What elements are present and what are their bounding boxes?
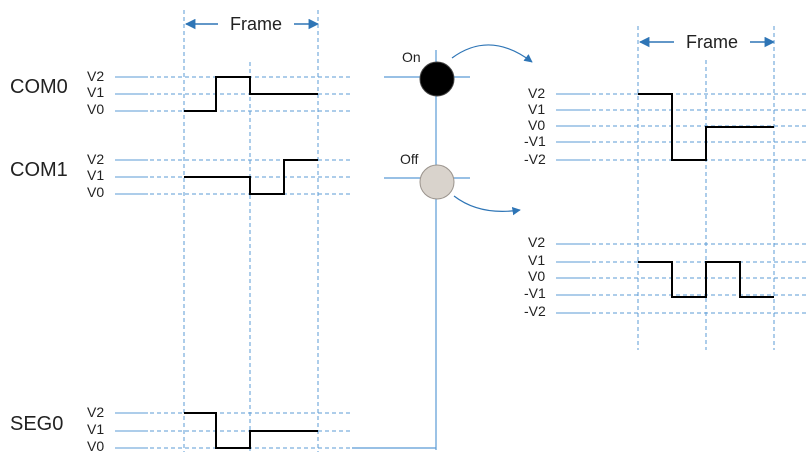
row-com1-level-v0: V0: [87, 184, 104, 200]
off-level-v2: V2: [528, 234, 545, 250]
on-level-v2: V2: [528, 85, 545, 101]
off-level-neg-v1: -V1: [524, 285, 546, 301]
right-frame-label: Frame: [686, 32, 738, 52]
row-com0-level-v2: V2: [87, 68, 104, 84]
off-pixel-waveform: [638, 261, 774, 298]
pixel-on-label: On: [402, 49, 421, 65]
off-level-v1: V1: [528, 252, 545, 268]
pixel-matrix: On Off: [352, 44, 533, 450]
row-seg0-level-v0: V0: [87, 438, 104, 454]
row-com0-waveform: [184, 76, 318, 112]
pixel-on-dot: [419, 61, 455, 97]
row-com1-level-v2: V2: [87, 151, 104, 167]
row-seg0: SEG0 V2 V1 V0: [10, 404, 352, 454]
on-level-v1: V1: [528, 101, 545, 117]
left-panel: Frame COM0 V2 V1 V0 COM1 V2 V1 V0: [10, 10, 352, 454]
on-arrow: [451, 44, 533, 63]
off-level-neg-v2: -V2: [524, 303, 546, 319]
on-level-v0: V0: [528, 117, 545, 133]
row-com0-label: COM0: [10, 76, 68, 98]
left-frame-label: Frame: [230, 14, 282, 34]
row-com1: COM1 V2 V1 V0: [10, 151, 352, 200]
off-arrow: [453, 195, 521, 216]
pixel-off-dot: [419, 164, 455, 200]
row-com1-level-v1: V1: [87, 167, 104, 183]
row-com1-waveform: [184, 159, 318, 195]
on-pixel-waveform: [638, 93, 774, 161]
on-pixel-waveform-group: V2 V1 V0 -V1 -V2: [524, 85, 806, 167]
pixel-off-label: Off: [400, 151, 419, 167]
right-panel: Frame V2 V1 V0 -V1 -V2 V2 V1: [524, 26, 806, 350]
row-seg0-waveform: [184, 412, 318, 449]
off-pixel-waveform-group: V2 V1 V0 -V1 -V2: [524, 234, 806, 319]
row-seg0-level-v1: V1: [87, 421, 104, 437]
row-com0-level-v1: V1: [87, 84, 104, 100]
row-com1-label: COM1: [10, 159, 68, 181]
row-seg0-level-v2: V2: [87, 404, 104, 420]
on-level-neg-v2: -V2: [524, 151, 546, 167]
row-seg0-label: SEG0: [10, 413, 63, 435]
row-com0-level-v0: V0: [87, 101, 104, 117]
row-com0: COM0 V2 V1 V0: [10, 68, 352, 117]
off-level-v0: V0: [528, 268, 545, 284]
on-level-neg-v1: -V1: [524, 133, 546, 149]
